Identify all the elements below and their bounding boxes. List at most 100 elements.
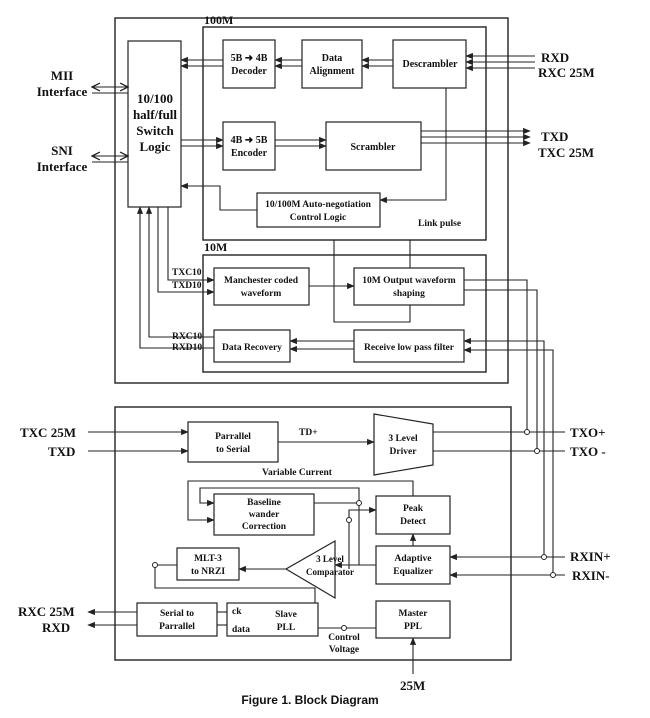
control-voltage-label: Control [328, 633, 360, 643]
svg-text:Manchester coded: Manchester coded [224, 276, 299, 286]
svg-text:10/100: 10/100 [137, 91, 173, 106]
section-100m-label: 100M [204, 13, 233, 27]
txo-minus-label: TXO - [570, 444, 606, 459]
svg-text:Alignment: Alignment [310, 66, 356, 77]
svg-text:3 Level: 3 Level [388, 434, 418, 444]
svg-text:Scrambler: Scrambler [351, 142, 397, 153]
sni-label-2: Interface [37, 159, 88, 174]
mac-frame [114, 17, 509, 384]
serial-to-parallel-block [136, 602, 218, 637]
variable-current-label: Variable Current [262, 468, 333, 478]
phy-frame [114, 406, 512, 661]
rxin-minus-label: RXIN- [572, 568, 610, 583]
svg-text:Slave: Slave [275, 610, 297, 620]
svg-text:MLT-3: MLT-3 [194, 554, 222, 564]
figure-caption: Figure 1. Block Diagram [241, 693, 378, 707]
svg-text:Encoder: Encoder [231, 148, 268, 159]
rx-100m-path [180, 52, 535, 72]
decoder-5b4b-block [222, 39, 276, 89]
link-pulse-label: Link pulse [418, 219, 461, 229]
mii-label-2: Interface [37, 84, 88, 99]
txc10-label: TXC10 [172, 268, 202, 278]
lowpass-filter-block [353, 329, 465, 363]
svg-text:Baseline: Baseline [247, 498, 281, 508]
svg-text:Logic: Logic [139, 139, 170, 154]
svg-text:Equalizer: Equalizer [393, 567, 433, 577]
svg-text:Peak: Peak [403, 504, 424, 514]
clock-25m-label: 25M [400, 678, 425, 693]
svg-text:Adaptive: Adaptive [395, 554, 432, 564]
mlt3-block [176, 547, 240, 581]
rxc25-left-label: RXC 25M [18, 604, 75, 619]
mii-bus-arrow [92, 87, 128, 94]
switch-logic-block [127, 40, 182, 208]
svg-text:to NRZI: to NRZI [191, 567, 225, 577]
txd-top-label: TXD [541, 129, 568, 144]
svg-text:waveform: waveform [241, 289, 282, 299]
svg-text:Parrallel: Parrallel [159, 622, 195, 632]
master-pll-block [375, 600, 451, 639]
descrambler-block [392, 39, 467, 89]
txo-plus-label: TXO+ [570, 425, 606, 440]
section-10m-label: 10M [204, 240, 227, 254]
autoneg-block [256, 192, 381, 228]
parallel-to-serial-block [187, 421, 279, 463]
svg-text:Data: Data [322, 53, 343, 64]
wiring-10m [136, 206, 554, 575]
txc25-top-label: TXC 25M [538, 145, 594, 160]
control-voltage-label-2: Voltage [329, 645, 359, 655]
svg-text:4B ➜ 5B: 4B ➜ 5B [231, 135, 268, 146]
comparator-block [284, 539, 336, 600]
tx-100m-path [181, 127, 531, 150]
svg-text:5B ➜ 4B: 5B ➜ 4B [231, 53, 268, 64]
scrambler-block [325, 121, 422, 171]
rxin-plus-label: RXIN+ [570, 549, 611, 564]
data-recovery-block [213, 329, 291, 363]
baseline-wander-block [213, 493, 315, 536]
svg-text:ck: ck [232, 607, 242, 617]
svg-text:Data Recovery: Data Recovery [222, 343, 282, 353]
adaptive-equalizer-block [375, 545, 451, 585]
txd10-label: TXD10 [172, 281, 202, 291]
section-10m [202, 254, 487, 373]
svg-text:shaping: shaping [393, 289, 425, 299]
svg-text:Detect: Detect [400, 517, 427, 527]
svg-text:3 Level: 3 Level [316, 554, 344, 564]
svg-text:Driver: Driver [390, 447, 418, 457]
driver-block [373, 413, 434, 476]
rxd-left-label: RXD [42, 620, 70, 635]
peak-detect-block [375, 495, 451, 535]
svg-text:Control Logic: Control Logic [290, 213, 347, 223]
svg-text:Parrallel: Parrallel [215, 432, 251, 442]
slave-pll-block [226, 602, 319, 637]
svg-text:half/full: half/full [133, 107, 177, 122]
encoder-4b5b-block [222, 121, 276, 171]
output-waveform-block [353, 267, 465, 306]
phy-wiring [87, 428, 565, 674]
svg-text:Decoder: Decoder [231, 66, 267, 77]
rxd-top-label: RXD [541, 50, 569, 65]
svg-text:Descrambler: Descrambler [403, 59, 459, 70]
svg-text:PPL: PPL [404, 622, 422, 632]
manchester-block [213, 267, 310, 306]
svg-text:data: data [232, 625, 250, 635]
svg-text:10M Output waveform: 10M Output waveform [362, 276, 455, 286]
junction-dots [152, 429, 556, 631]
rxc25-top-label: RXC 25M [538, 65, 595, 80]
sni-label: SNI [51, 143, 73, 158]
svg-text:Correction: Correction [242, 522, 287, 532]
svg-text:to Serial: to Serial [216, 445, 250, 455]
mii-label: MII [51, 68, 73, 83]
section-100m [202, 26, 487, 241]
svg-text:Receive low pass filter: Receive low pass filter [364, 343, 455, 353]
svg-text:wander: wander [249, 510, 280, 520]
svg-text:Serial to: Serial to [160, 609, 194, 619]
svg-text:10/100M Auto-negotiation: 10/100M Auto-negotiation [265, 200, 372, 210]
svg-text:Comparator: Comparator [306, 567, 354, 577]
sni-bus-arrow [92, 156, 128, 163]
txd-left-label: TXD [48, 444, 75, 459]
svg-text:Master: Master [398, 609, 428, 619]
switch-logic-label: 10/100 half/full Switch Logic [133, 91, 177, 154]
svg-text:PLL: PLL [277, 623, 295, 633]
